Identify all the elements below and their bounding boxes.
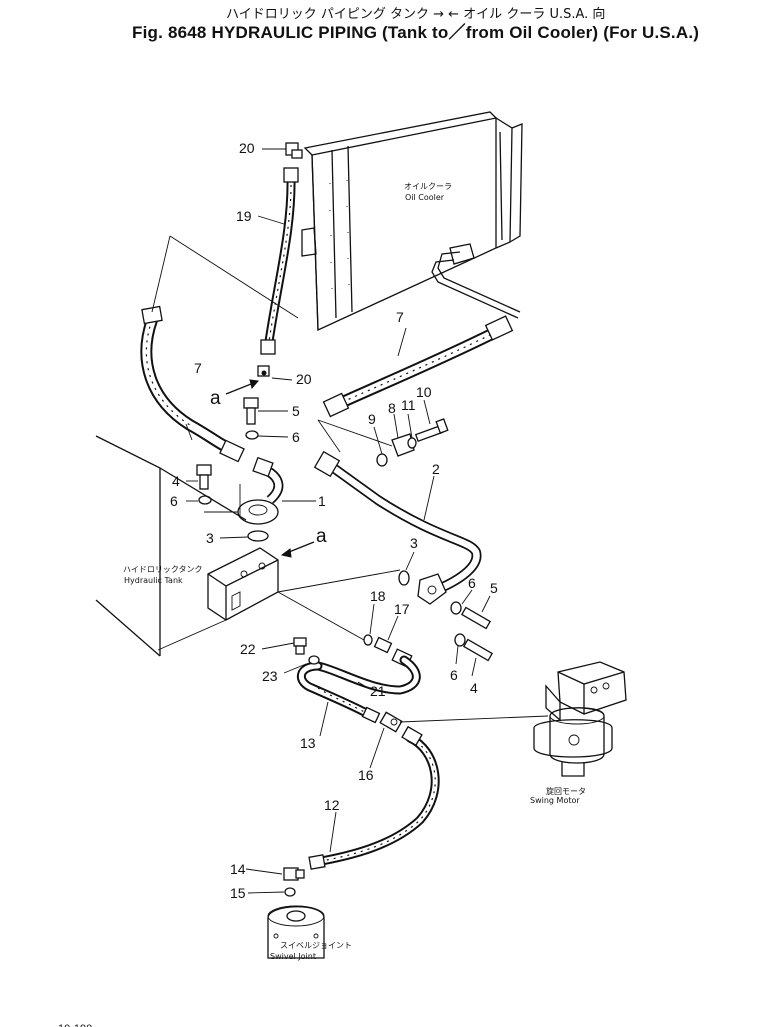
- callout-10: 10: [416, 384, 432, 400]
- callout-16: 16: [358, 767, 374, 783]
- callout-17: 17: [394, 601, 410, 617]
- bolt-5-upper: [243, 397, 259, 425]
- washer-6-right-upper: [450, 601, 462, 615]
- hose-21: [313, 655, 421, 695]
- callout-8: 8: [388, 400, 396, 416]
- pipe-2: [313, 450, 482, 605]
- union-17: [373, 636, 393, 654]
- oil-cooler: [301, 111, 523, 331]
- callout-7-right: 7: [396, 309, 404, 325]
- hose-7-right: [322, 315, 514, 418]
- callout-11: 11: [401, 397, 416, 413]
- hose-19: [260, 167, 299, 355]
- callout-12: 12: [324, 797, 340, 813]
- oil-cooler-label: Oil Cooler: [405, 193, 445, 202]
- view-marker-a-upper: a: [210, 388, 221, 409]
- bolt-4-left: [196, 464, 212, 490]
- callout-3-right: 3: [410, 535, 418, 551]
- leader-lines: [185, 148, 491, 894]
- o-ring-15: [284, 887, 296, 897]
- washer-11: [407, 437, 417, 449]
- swing-motor: [533, 661, 627, 777]
- figure-title-japanese: ハイドロリック パイピング タンク → ← オイル クーラ U.S.A. 向: [226, 7, 606, 22]
- o-ring-3-right: [398, 570, 410, 586]
- callout-9: 9: [368, 411, 376, 427]
- callout-14: 14: [230, 861, 246, 877]
- callout-3-left: 3: [206, 530, 214, 546]
- swivel-joint-label: Swivel Joint: [270, 952, 316, 961]
- callout-6-right-upper: 6: [468, 575, 476, 591]
- cooler-outlet-line: [431, 259, 519, 319]
- callout-6-left: 6: [170, 493, 178, 509]
- callout-1: 1: [318, 493, 326, 509]
- callout-5-right: 5: [490, 580, 498, 596]
- washer-6-upper: [245, 430, 259, 440]
- hose-7-left: [140, 305, 245, 463]
- swing-motor-label-jp: 旋回モータ: [546, 786, 586, 796]
- callout-23: 23: [262, 668, 278, 684]
- callout-18: 18: [370, 588, 386, 604]
- hose-12: [308, 725, 440, 870]
- figure-title: Fig. 8648 HYDRAULIC PIPING (Tank to／from…: [132, 23, 700, 42]
- callout-19: 19: [236, 208, 252, 224]
- callout-5-upper: 5: [292, 403, 300, 419]
- view-arrows: [225, 379, 315, 558]
- washer-6-left: [198, 495, 212, 505]
- hydraulic-tank-label-jp: ハイドロリックタンク: [123, 565, 203, 574]
- callout-4-right: 4: [470, 680, 478, 696]
- hydraulic-tank-label: Hydraulic Tank: [124, 576, 183, 585]
- bolt-4-right: [462, 638, 494, 662]
- callout-7-left: 7: [194, 360, 202, 376]
- oil-cooler-label-jp: オイルクーラ: [404, 182, 452, 191]
- bolt-5-right: [460, 606, 492, 630]
- callout-20-bottom: 20: [296, 371, 312, 387]
- callout-6-upper: 6: [292, 429, 300, 445]
- o-ring-18: [363, 634, 373, 646]
- spacer-9: [376, 453, 388, 467]
- hydraulic-tank: [95, 435, 401, 657]
- bolt-10: [414, 418, 449, 443]
- page-reference: 10-190: [58, 1023, 92, 1027]
- o-ring-23: [308, 655, 320, 665]
- callout-20-top: 20: [239, 140, 255, 156]
- elbow-14: [283, 867, 305, 881]
- elbow-fitting-20-bottom: [257, 365, 270, 377]
- elbow-fitting-20-top: [285, 142, 303, 159]
- callout-4-left: 4: [172, 473, 180, 489]
- callout-6-right-lower: 6: [450, 667, 458, 683]
- hose-13: [297, 661, 381, 724]
- washer-6-right-lower: [454, 633, 466, 647]
- swing-motor-label: Swing Motor: [530, 796, 580, 805]
- view-marker-a-lower: a: [316, 526, 327, 547]
- swivel-joint: [267, 905, 325, 959]
- fitting-16: [379, 711, 403, 733]
- callout-2: 2: [432, 461, 440, 477]
- callout-15: 15: [230, 885, 246, 901]
- swivel-joint-label-jp: スイベルジョイント: [280, 941, 352, 950]
- o-ring-3-left: [247, 530, 269, 542]
- elbow-1: [237, 456, 284, 525]
- callout-21: 21: [370, 683, 386, 699]
- callout-22: 22: [240, 641, 256, 657]
- plug-22: [293, 637, 307, 655]
- callout-13: 13: [300, 735, 316, 751]
